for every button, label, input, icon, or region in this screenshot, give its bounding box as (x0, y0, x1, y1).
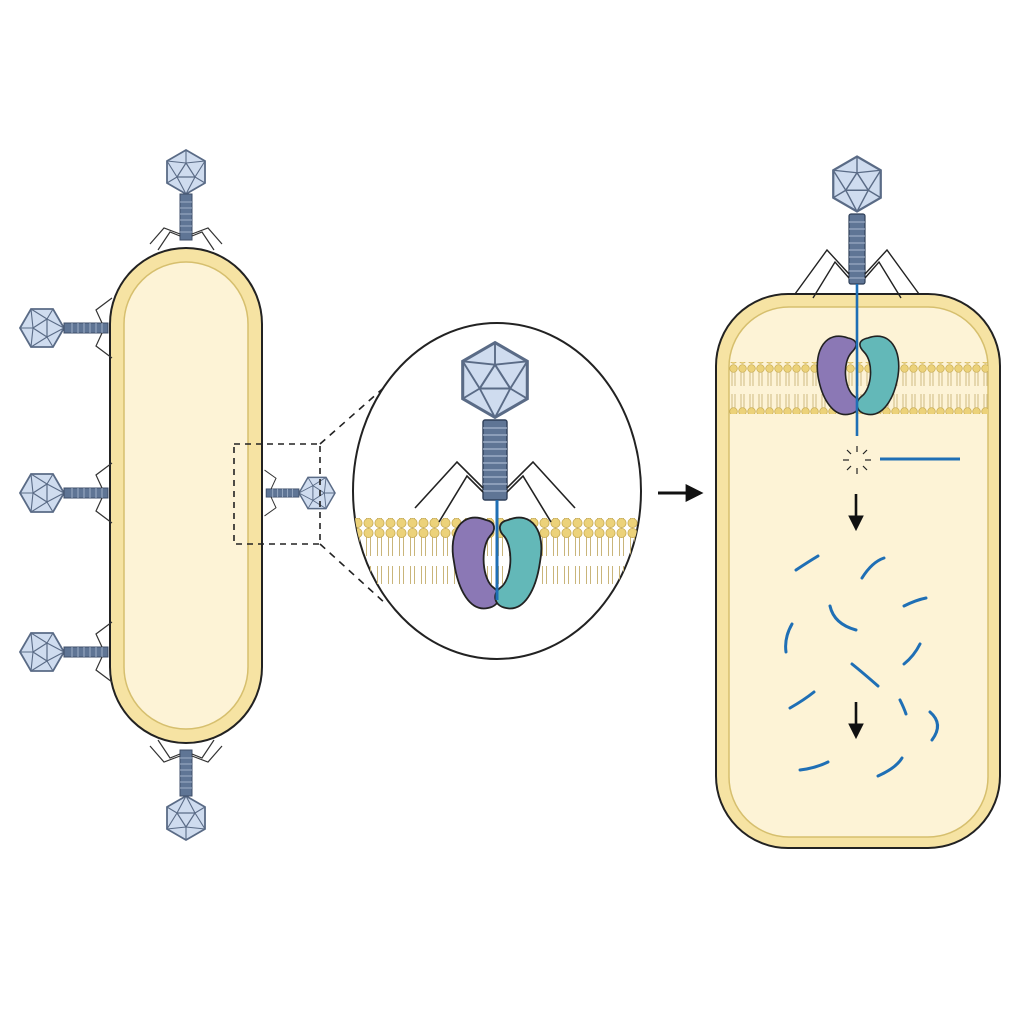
phage-zoomed (414, 341, 576, 523)
capsid-icon (298, 476, 336, 510)
phage-right-small (264, 469, 336, 517)
receptor-protein-left (451, 516, 500, 610)
phage-top (149, 149, 223, 251)
entry-burst-icon (843, 446, 871, 474)
dna-fragments (784, 554, 939, 778)
phage-left-1 (19, 297, 113, 359)
receptor-protein-right (494, 516, 543, 610)
phage-left-2 (19, 462, 113, 524)
tail-fiber-left (414, 460, 484, 523)
bacterium-overview (19, 149, 389, 841)
zoom-selection-box (233, 443, 321, 545)
phage-bottom (149, 739, 223, 841)
capsid-icon (19, 473, 65, 513)
capsid-icon (19, 632, 65, 672)
tail-fiber-right (506, 460, 576, 523)
zoom-guide-bottom (319, 543, 387, 605)
capsid-icon (166, 149, 206, 195)
dna-injection (715, 155, 1001, 849)
bacterium-cytoplasm (123, 261, 249, 730)
capsid-icon (832, 155, 882, 213)
capsid-icon (166, 795, 206, 841)
zoom-guide-top (319, 383, 389, 445)
capsid-icon (19, 308, 65, 348)
phage-attached (794, 155, 920, 299)
phage-left-3 (19, 621, 113, 683)
membrane-zoom (352, 322, 642, 660)
